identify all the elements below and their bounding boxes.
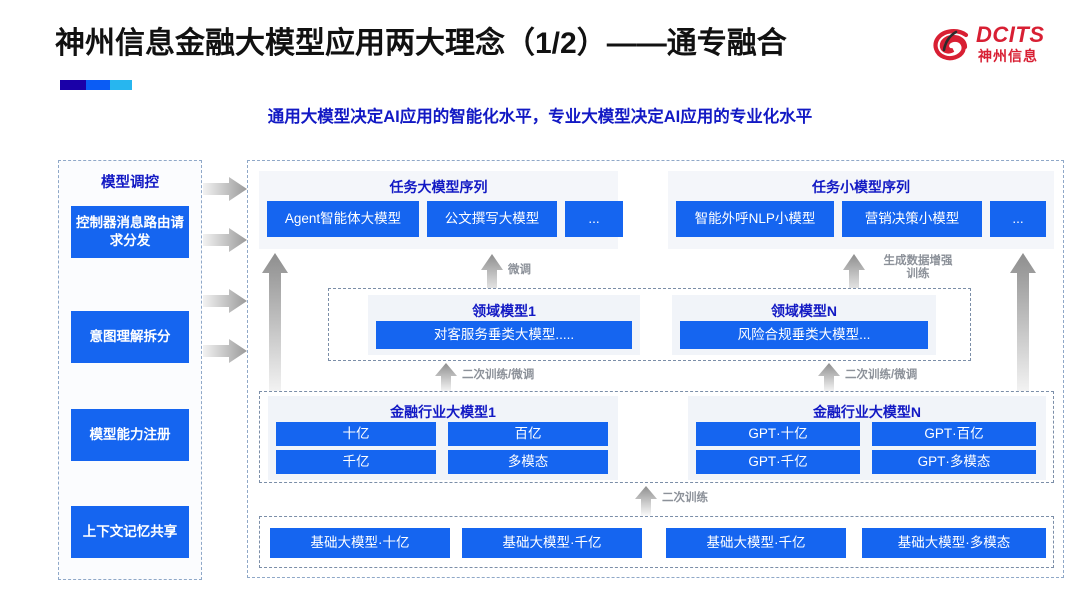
industry-model-1-cell-4[interactable]: 多模态: [448, 450, 608, 474]
base-model-1[interactable]: 基础大模型·十亿: [270, 528, 450, 558]
task-large-model-panel: 任务大模型序列 Agent智能体大模型 公文撰写大模型 ...: [259, 171, 623, 249]
industry-model-container: 金融行业大模型1 十亿 百亿 千亿 多模态 金融行业大模型N GPT·十亿 GP…: [259, 391, 1054, 483]
accent-segment-1: [60, 80, 86, 90]
domain-model-n-item[interactable]: 风险合规垂类大模型...: [680, 321, 928, 349]
connector-arrow-right-3: [203, 288, 247, 314]
industry-model-n-cell-4[interactable]: GPT·多模态: [872, 450, 1036, 474]
industry-model-1-cell-2[interactable]: 百亿: [448, 422, 608, 446]
dcits-swirl-icon: [932, 26, 972, 66]
logo-chinese-name: 神州信息: [978, 48, 1038, 64]
domain-model-1-title: 领域模型1: [472, 303, 536, 319]
flow-label-retrain-tune-right: 二次训练/微调: [845, 369, 918, 381]
control-panel: 模型调控 控制器消息路由请求分发 意图理解拆分 模型能力注册 上下文记忆共享: [58, 160, 202, 580]
task-large-model-item-3[interactable]: ...: [565, 201, 623, 237]
architecture-diagram: 任务大模型序列 Agent智能体大模型 公文撰写大模型 ... 任务小模型序列 …: [247, 160, 1064, 578]
connector-arrow-right-1: [203, 176, 247, 202]
logo-wordmark: DCITS: [976, 22, 1045, 47]
flow-arrow-retrain: [635, 486, 657, 521]
industry-model-n-cell-1[interactable]: GPT·十亿: [696, 422, 860, 446]
domain-model-n-title: 领域模型N: [770, 303, 838, 319]
flow-arrow-retrain-tune-left: [435, 363, 457, 398]
task-small-model-item-1[interactable]: 智能外呼NLP小模型: [676, 201, 834, 237]
company-logo: DCITS 神州信息: [932, 22, 1062, 74]
industry-model-n-cell-2[interactable]: GPT·百亿: [872, 422, 1036, 446]
flow-label-retrain: 二次训练: [662, 492, 708, 504]
task-small-model-title: 任务小模型序列: [812, 179, 910, 195]
flow-label-data-augmentation-line1: 生成数据增强: [883, 255, 953, 267]
flow-arrow-retrain-tune-right: [818, 363, 840, 398]
control-item-message-routing[interactable]: 控制器消息路由请求分发: [71, 206, 189, 258]
base-model-2[interactable]: 基础大模型·千亿: [462, 528, 642, 558]
domain-model-1-item[interactable]: 对客服务垂类大模型.....: [376, 321, 632, 349]
base-model-container: 基础大模型·十亿 基础大模型·千亿 基础大模型·千亿 基础大模型·多模态: [259, 516, 1054, 568]
connector-arrow-right-4: [203, 338, 247, 364]
task-small-model-item-2[interactable]: 营销决策小模型: [842, 201, 982, 237]
industry-model-n-cell-3[interactable]: GPT·千亿: [696, 450, 860, 474]
flow-label-data-augmentation-line2: 训练: [906, 268, 930, 280]
flow-label-retrain-tune-left: 二次训练/微调: [462, 369, 535, 381]
industry-model-n-title: 金融行业大模型N: [812, 404, 922, 420]
industry-model-1-cell-1[interactable]: 十亿: [276, 422, 436, 446]
domain-model-1-panel: 领域模型1 对客服务垂类大模型.....: [368, 295, 640, 355]
control-item-context-memory[interactable]: 上下文记忆共享: [71, 506, 189, 558]
task-large-model-item-1[interactable]: Agent智能体大模型: [267, 201, 419, 237]
base-model-4[interactable]: 基础大模型·多模态: [862, 528, 1046, 558]
task-large-model-item-2[interactable]: 公文撰写大模型: [427, 201, 557, 237]
flow-arrow-fine-tune: [481, 254, 503, 303]
flow-label-data-augmentation: 生成数据增强 训练: [870, 255, 966, 281]
industry-model-1-panel: 金融行业大模型1 十亿 百亿 千亿 多模态: [268, 396, 618, 480]
connector-arrow-right-2: [203, 227, 247, 253]
control-item-capability-registry[interactable]: 模型能力注册: [71, 409, 189, 461]
accent-segment-3: [110, 80, 132, 90]
accent-segment-2: [86, 80, 110, 90]
page-header: 神州信息金融大模型应用两大理念（1/2）——通专融合 通用大模型决定AI应用的智…: [0, 0, 1080, 145]
flow-arrow-industry-to-task-small: [1010, 253, 1036, 408]
flow-label-fine-tune: 微调: [508, 264, 531, 276]
task-large-model-title: 任务大模型序列: [389, 179, 488, 195]
domain-model-n-panel: 领域模型N 风险合规垂类大模型...: [672, 295, 936, 355]
base-model-3[interactable]: 基础大模型·千亿: [666, 528, 846, 558]
control-panel-title: 模型调控: [101, 175, 159, 191]
industry-model-1-title: 金融行业大模型1: [390, 404, 496, 420]
task-small-model-item-3[interactable]: ...: [990, 201, 1046, 237]
flow-arrow-industry-to-task-large: [262, 253, 288, 408]
flow-arrow-data-augmentation: [843, 254, 865, 303]
accent-bar: [60, 80, 132, 90]
domain-model-container: 领域模型1 对客服务垂类大模型..... 领域模型N 风险合规垂类大模型...: [328, 288, 971, 361]
control-item-intent-parsing[interactable]: 意图理解拆分: [71, 311, 189, 363]
industry-model-1-cell-3[interactable]: 千亿: [276, 450, 436, 474]
page-title: 神州信息金融大模型应用两大理念（1/2）——通专融合: [55, 27, 787, 60]
page-subtitle: 通用大模型决定AI应用的智能化水平，专业大模型决定AI应用的专业化水平: [267, 108, 813, 126]
task-small-model-panel: 任务小模型序列 智能外呼NLP小模型 营销决策小模型 ...: [668, 171, 1054, 249]
industry-model-n-panel: 金融行业大模型N GPT·十亿 GPT·百亿 GPT·千亿 GPT·多模态: [688, 396, 1046, 480]
